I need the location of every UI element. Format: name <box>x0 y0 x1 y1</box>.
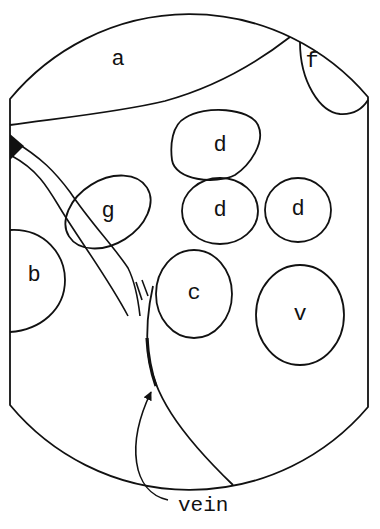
region-letter: b <box>27 265 40 287</box>
region-shape <box>10 14 300 134</box>
vein-wall <box>12 156 128 316</box>
labelled-region: g <box>60 170 156 256</box>
structure-outline <box>171 110 260 180</box>
region-outline <box>300 42 368 114</box>
labelled-region: v <box>254 263 346 367</box>
section-outline <box>10 14 368 490</box>
structure-label: vein <box>176 494 230 517</box>
region-letter: f <box>305 51 318 73</box>
vein-thick-mark <box>147 338 156 386</box>
labelled-region: a <box>10 14 300 134</box>
vein-wall <box>12 140 140 316</box>
region-letter: a <box>111 49 124 71</box>
structure-outline <box>52 160 164 263</box>
structure-outline <box>256 265 344 365</box>
region-letter: d <box>213 135 226 157</box>
region-outline <box>10 37 290 125</box>
labelled-region: d <box>168 104 262 188</box>
region-outline <box>10 230 65 332</box>
labelled-region: d <box>263 176 333 244</box>
vein-thick-mark <box>10 134 24 160</box>
vein-mark <box>142 280 148 296</box>
structure-outline <box>156 250 232 338</box>
leader-arrow <box>136 392 168 500</box>
region-shape <box>288 30 370 118</box>
vein-mark <box>136 282 142 300</box>
region-letter: g <box>101 201 114 223</box>
region-letter: d <box>291 199 304 221</box>
labelled-region: b <box>8 226 68 336</box>
labelled-region: d <box>180 176 260 246</box>
region-letter: v <box>293 304 306 326</box>
region-letter: d <box>213 200 226 222</box>
region-letter: c <box>187 283 200 305</box>
structure-outline <box>265 178 331 242</box>
labelled-region: c <box>154 248 234 340</box>
structure-outline <box>182 178 258 244</box>
labelled-region: f <box>288 30 370 118</box>
